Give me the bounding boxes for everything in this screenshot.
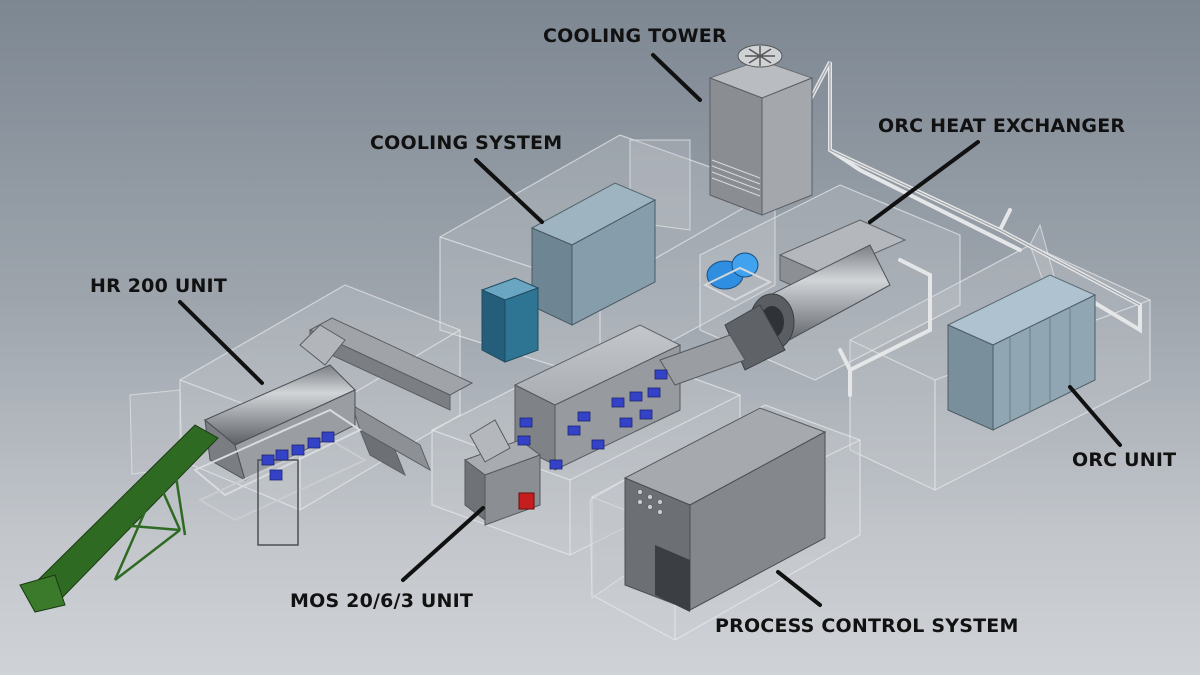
leader-pcs — [776, 570, 822, 607]
label-cooling-system: COOLING SYSTEM — [370, 132, 563, 154]
leader-hr200 — [178, 300, 264, 385]
mos-motors — [517, 369, 668, 470]
label-hr200-unit: HR 200 UNIT — [90, 275, 227, 297]
leader-lines — [178, 53, 1122, 607]
label-process-control-system: PROCESS CONTROL SYSTEM — [715, 615, 1019, 637]
leader-cooling-tower — [651, 53, 702, 102]
teal-cabinet — [480, 277, 540, 363]
mos-unit — [463, 324, 746, 526]
leader-orc-unit — [1068, 385, 1122, 447]
leader-orc-hx — [868, 140, 980, 224]
transfer-conveyor — [299, 317, 511, 477]
label-orc-heat-exchanger: ORC HEAT EXCHANGER — [878, 115, 1126, 137]
cooling-tower — [708, 44, 814, 216]
label-cooling-tower: COOLING TOWER — [543, 25, 727, 47]
leader-cooling-system — [474, 158, 544, 224]
orc-unit — [946, 274, 1097, 431]
hr200-motors — [261, 431, 335, 481]
label-mos-unit: MOS 20/6/3 UNIT — [290, 590, 474, 612]
process-control-cabinet — [623, 407, 827, 612]
cooling-system-unit — [530, 182, 657, 326]
infeed-conveyor-green — [19, 424, 219, 613]
label-orc-unit: ORC UNIT — [1072, 449, 1177, 471]
orc-heat-exchanger — [702, 219, 907, 371]
leader-mos — [401, 506, 485, 582]
